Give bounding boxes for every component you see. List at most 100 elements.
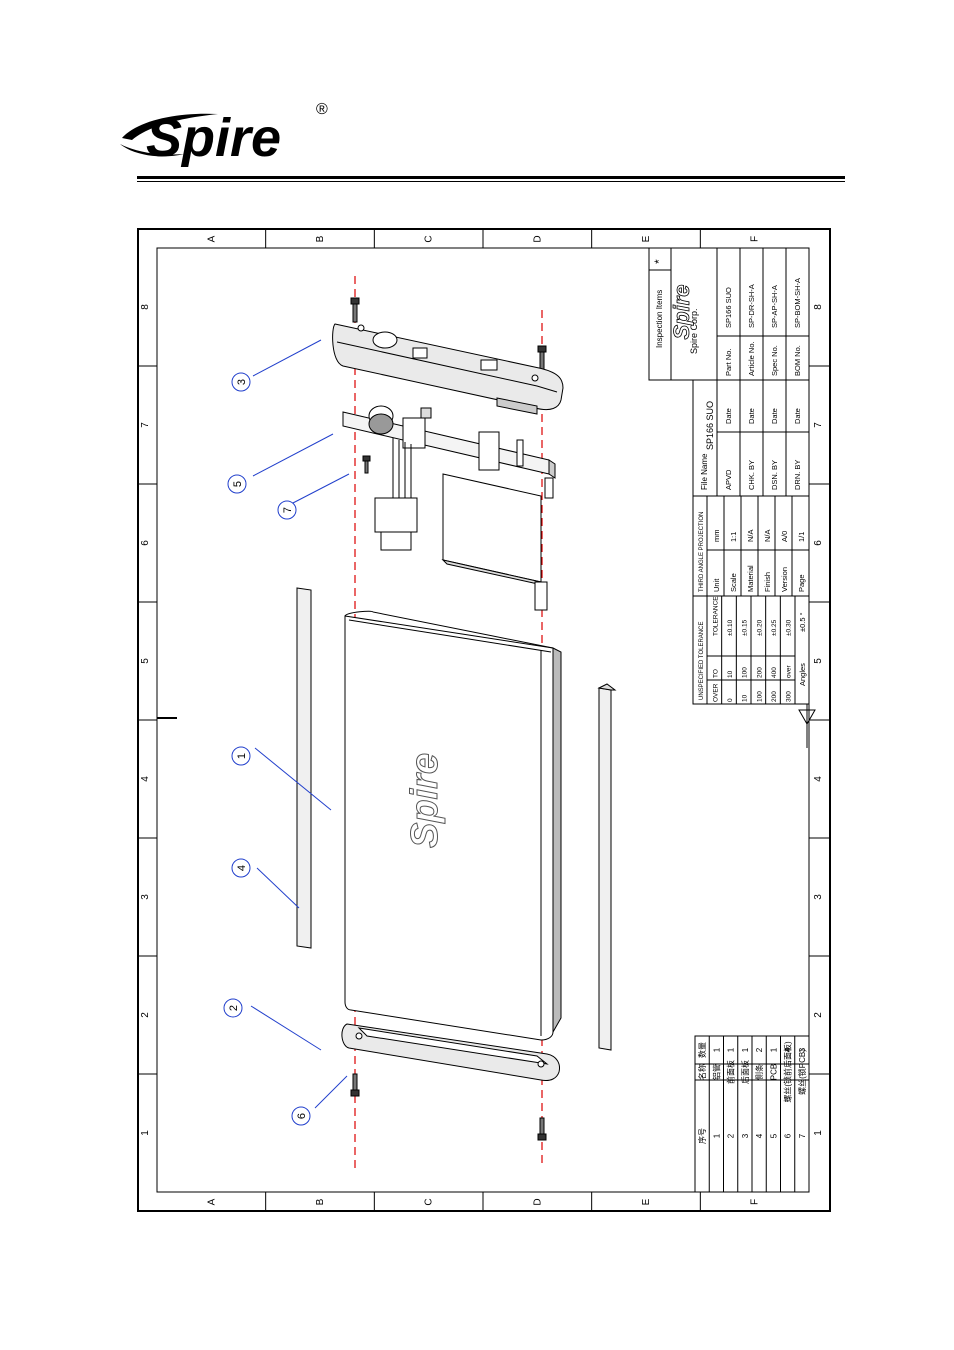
title-block-text: DRN. BY (793, 460, 802, 490)
bom-cell: 名称 (697, 1064, 707, 1080)
spire-logo: Spire ® (120, 101, 328, 168)
callout-circle (291, 1106, 311, 1126)
title-block-text: Material (746, 565, 755, 592)
title-block-text: 100 (756, 691, 763, 702)
zone-col-label: B (315, 235, 326, 242)
title-block-text: 200 (756, 667, 763, 678)
bom-cell: 侧条 (754, 1064, 764, 1080)
title-block-text: 10 (727, 670, 734, 678)
title-block-text: 200 (771, 691, 778, 702)
zone-col-label: E (641, 235, 652, 242)
title-block-text: TO (712, 669, 719, 678)
zone-col-label: D (532, 235, 543, 242)
zone-row-label: 2 (813, 1012, 824, 1018)
zone-col-label: A (206, 1198, 217, 1205)
header-rule (137, 176, 845, 179)
bom-cell: 2 (727, 1133, 736, 1138)
title-block-text: BOM No. (793, 345, 802, 376)
title-block-text: Article No. (747, 341, 756, 376)
title-block-text: Part No. (724, 348, 733, 376)
callout-number: 6 (296, 1113, 308, 1119)
title-block-text: File Name (700, 453, 709, 490)
title-block-text: * (652, 259, 666, 264)
title-block-text: THIRD ANGLE PROJECTION (699, 512, 705, 592)
title-block-text: over (786, 665, 793, 678)
zone-col-label: F (750, 1199, 761, 1205)
title-block-text: Date (747, 408, 756, 424)
zone-row-label: 2 (140, 1012, 151, 1018)
title-block-text: Spire Corp. (689, 308, 699, 354)
title-block-text: SP166 SUO (724, 287, 733, 328)
header-rule-thin (137, 181, 845, 182)
zone-row-label: 1 (813, 1130, 824, 1136)
aluminium-housing: Spire (344, 610, 562, 1041)
bom-cell: 5 (769, 1133, 778, 1138)
zone-row-label: 6 (140, 540, 151, 546)
title-block-text: SP-AP-SH-A (770, 285, 779, 328)
title-block-text: DSN. BY (770, 460, 779, 490)
title-block-text: Date (770, 408, 779, 424)
bom-cell: 4 (784, 1047, 793, 1052)
title-block-text: Date (793, 408, 802, 424)
bom-cell: 3 (798, 1047, 807, 1052)
title-block-text: 10 (742, 694, 749, 702)
callout-number: 5 (232, 481, 244, 487)
title-block-text: 400 (771, 667, 778, 678)
title-block-text: Unit (712, 578, 721, 592)
title-block-text: SP166 SUO (705, 401, 715, 450)
zone-col-label: B (315, 1198, 326, 1205)
title-block-text: ±0.25 (771, 619, 778, 636)
back-panel (332, 323, 564, 415)
title-block-text: Angles (798, 663, 807, 686)
bom-cell: 1 (712, 1133, 721, 1138)
callout-circle (231, 372, 251, 392)
title-block-text: SP-DR-SH-A (747, 284, 756, 328)
callout-number: 7 (282, 507, 294, 513)
registered-mark: ® (316, 101, 328, 118)
title-block-text: ±0.5 ° (798, 612, 807, 632)
zone-row-label: 3 (140, 894, 151, 900)
title-block-text: ±0.15 (742, 619, 749, 636)
side-strips (296, 587, 617, 1051)
callout-number: 1 (236, 753, 248, 759)
zone-col-label: A (206, 235, 217, 242)
bom-cell: 4 (755, 1133, 764, 1138)
title-block-text: Page (797, 574, 806, 592)
bom-cell: 1 (741, 1047, 750, 1052)
title-block-text: Inspection Items (655, 290, 664, 348)
bom-cell: 1 (712, 1047, 721, 1052)
callout-circle (231, 858, 251, 878)
zone-col-label: C (424, 235, 435, 242)
zone-col-label: F (750, 236, 761, 242)
bom-cell: 2 (755, 1047, 764, 1052)
bom-cell: 螺丝(锁前后面板) (783, 1041, 793, 1103)
title-block-text: ±0.10 (727, 619, 734, 636)
callout-circle (223, 998, 243, 1018)
title-block-text: UNSPECIFIED TOLERANCE (699, 622, 705, 700)
title-block-text: 100 (742, 667, 749, 678)
zone-row-label: 4 (140, 776, 151, 782)
bom-cell: 7 (798, 1133, 807, 1138)
bom-cell: 数量 (697, 1042, 707, 1058)
title-block-text: Scale (729, 573, 738, 592)
zone-col-label: E (641, 1198, 652, 1205)
callout-circle (227, 474, 247, 494)
title-block-text: Date (724, 408, 733, 424)
bom-cell: 螺丝(锁PCB) (797, 1049, 807, 1095)
title-block-text: 300 (786, 691, 793, 702)
title-block-text: 1:1 (729, 532, 738, 542)
bom-cell: 3 (741, 1133, 750, 1138)
title-block-text: OVER (712, 683, 719, 702)
zone-row-label: 5 (813, 658, 824, 664)
callout-number: 4 (236, 865, 248, 871)
bom-cell: 铝管 (711, 1064, 721, 1080)
bom-cell: 1 (769, 1047, 778, 1052)
bom-cell: 1 (727, 1047, 736, 1052)
bom-cell: PCB (769, 1064, 778, 1080)
title-block-text: ±0.30 (786, 619, 793, 636)
front-panel (341, 1023, 560, 1081)
zone-row-label: 7 (813, 422, 824, 428)
zone-row-label: 3 (813, 894, 824, 900)
zone-col-label: D (532, 1198, 543, 1205)
